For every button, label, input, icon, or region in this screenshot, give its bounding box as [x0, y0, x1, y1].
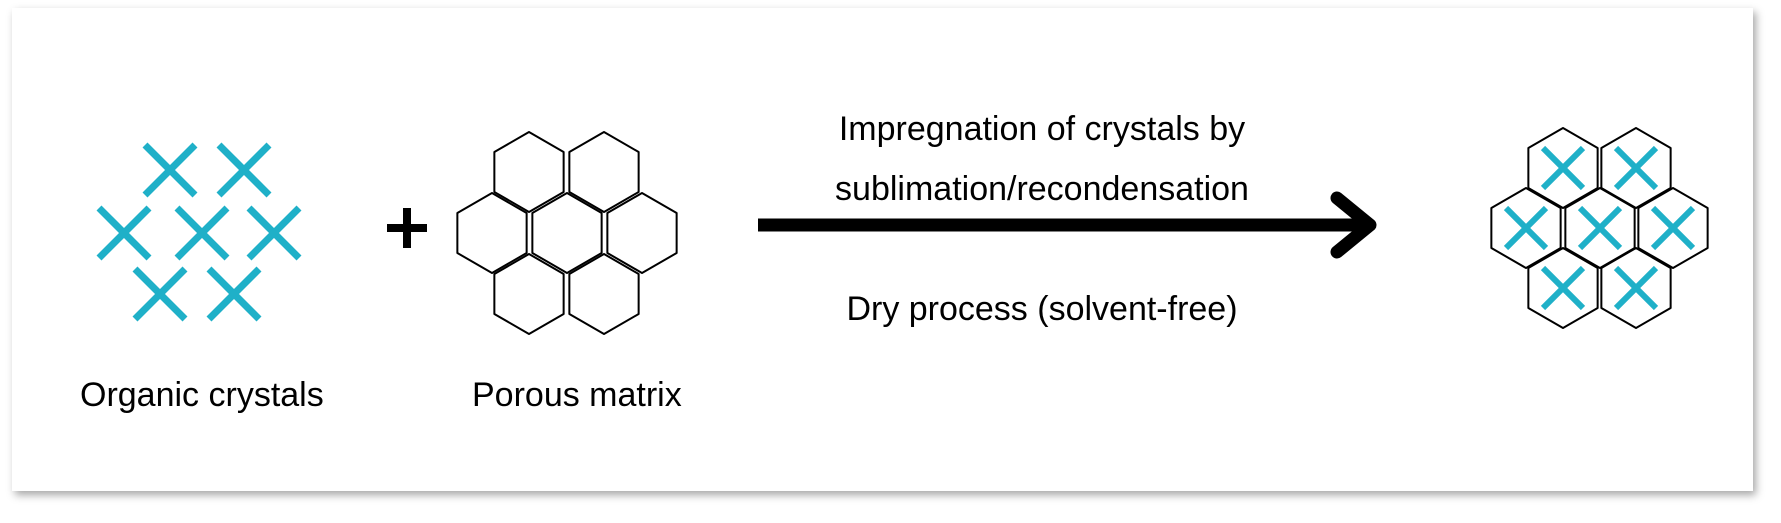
- crystal-mark: [142, 142, 198, 198]
- crystal-mark: [216, 142, 272, 198]
- plus-icon: [387, 208, 427, 248]
- crystal-mark: [246, 205, 302, 261]
- process-arrow: [758, 191, 1377, 259]
- diagram-canvas: Organic crystals Porous matrix Impregnat…: [12, 8, 1753, 491]
- crystal-mark: [174, 205, 230, 261]
- diagram-graphic: [96, 127, 1709, 335]
- matrix-hexagon: [606, 192, 678, 274]
- embedded-crystal-mark: [1577, 205, 1623, 251]
- embedded-crystal-mark: [1650, 205, 1696, 251]
- embedded-crystal-mark: [1503, 205, 1549, 251]
- dry-process-label: Dry process (solvent-free): [846, 290, 1238, 328]
- embedded-crystal-mark: [1613, 145, 1659, 191]
- matrix-hexagon: [493, 253, 565, 335]
- matrix-hexagon: [568, 253, 640, 335]
- matrix-hexagon: [531, 192, 603, 274]
- embedded-crystal-mark: [1540, 265, 1586, 311]
- process-label-line2: sublimation/recondensation: [835, 170, 1249, 208]
- matrix-hexagon: [456, 192, 528, 274]
- embedded-crystal-mark: [1613, 265, 1659, 311]
- crystal-mark: [132, 266, 188, 322]
- process-label-line1: Impregnation of crystals by: [838, 110, 1246, 148]
- crystal-mark: [96, 205, 152, 261]
- porous-matrix-label: Porous matrix: [472, 376, 682, 414]
- matrix-hexagon: [568, 131, 640, 213]
- embedded-crystal-mark: [1540, 145, 1586, 191]
- organic-crystals-label: Organic crystals: [80, 376, 324, 414]
- crystal-mark: [206, 266, 262, 322]
- matrix-hexagon: [493, 131, 565, 213]
